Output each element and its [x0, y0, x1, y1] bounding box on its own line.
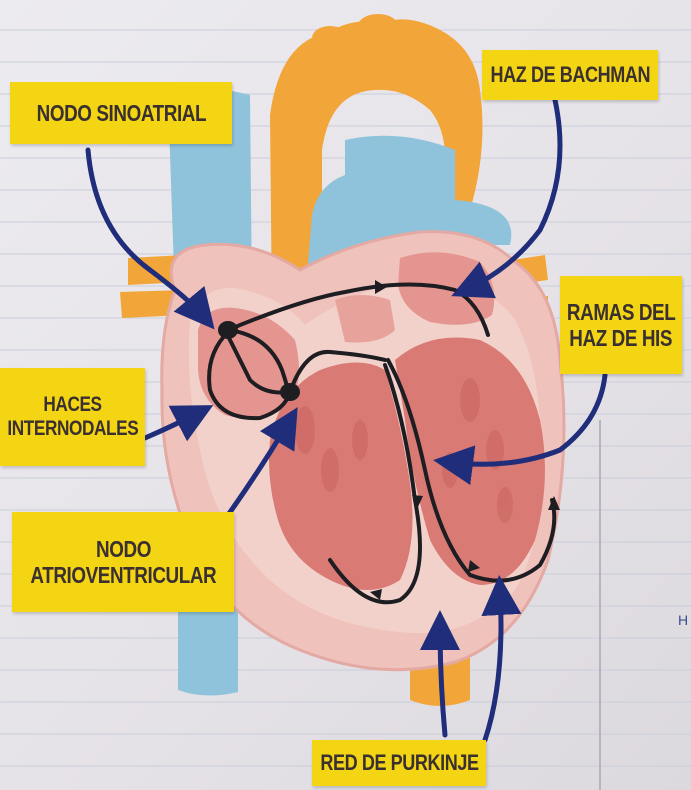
label-nodo-av-line-1: NODO — [96, 536, 151, 562]
label-red-de-purkinje: RED DE PURKINJE — [312, 740, 486, 786]
label-nodo-av-line-2: ATRIOVENTRICULAR — [30, 562, 216, 588]
label-haces-internodales: HACES INTERNODALES — [0, 368, 145, 466]
label-ramas-line-1: RAMAS DEL — [567, 299, 675, 325]
stray-pen-mark: H — [678, 612, 688, 628]
label-ramas-del-haz-de-his: RAMAS DEL HAZ DE HIS — [560, 276, 682, 374]
label-haz-de-bachman: HAZ DE BACHMAN — [482, 50, 658, 100]
label-nodo-sinoatrial-text: NODO SINOATRIAL — [36, 100, 206, 126]
left-atrium-lower — [335, 295, 395, 343]
label-ramas-line-2: HAZ DE HIS — [570, 325, 673, 351]
inferior-vena-cava — [178, 600, 238, 696]
label-haces-line-2: INTERNODALES — [7, 417, 138, 441]
label-haz-de-bachman-text: HAZ DE BACHMAN — [490, 62, 650, 87]
label-nodo-atrioventricular: NODO ATRIOVENTRICULAR — [12, 512, 234, 612]
av-node-dot — [280, 383, 300, 401]
label-haces-line-1: HACES — [43, 393, 101, 417]
label-nodo-sinoatrial: NODO SINOATRIAL — [10, 82, 232, 144]
label-red-de-purkinje-text: RED DE PURKINJE — [320, 750, 478, 775]
sa-node-dot — [218, 321, 238, 339]
